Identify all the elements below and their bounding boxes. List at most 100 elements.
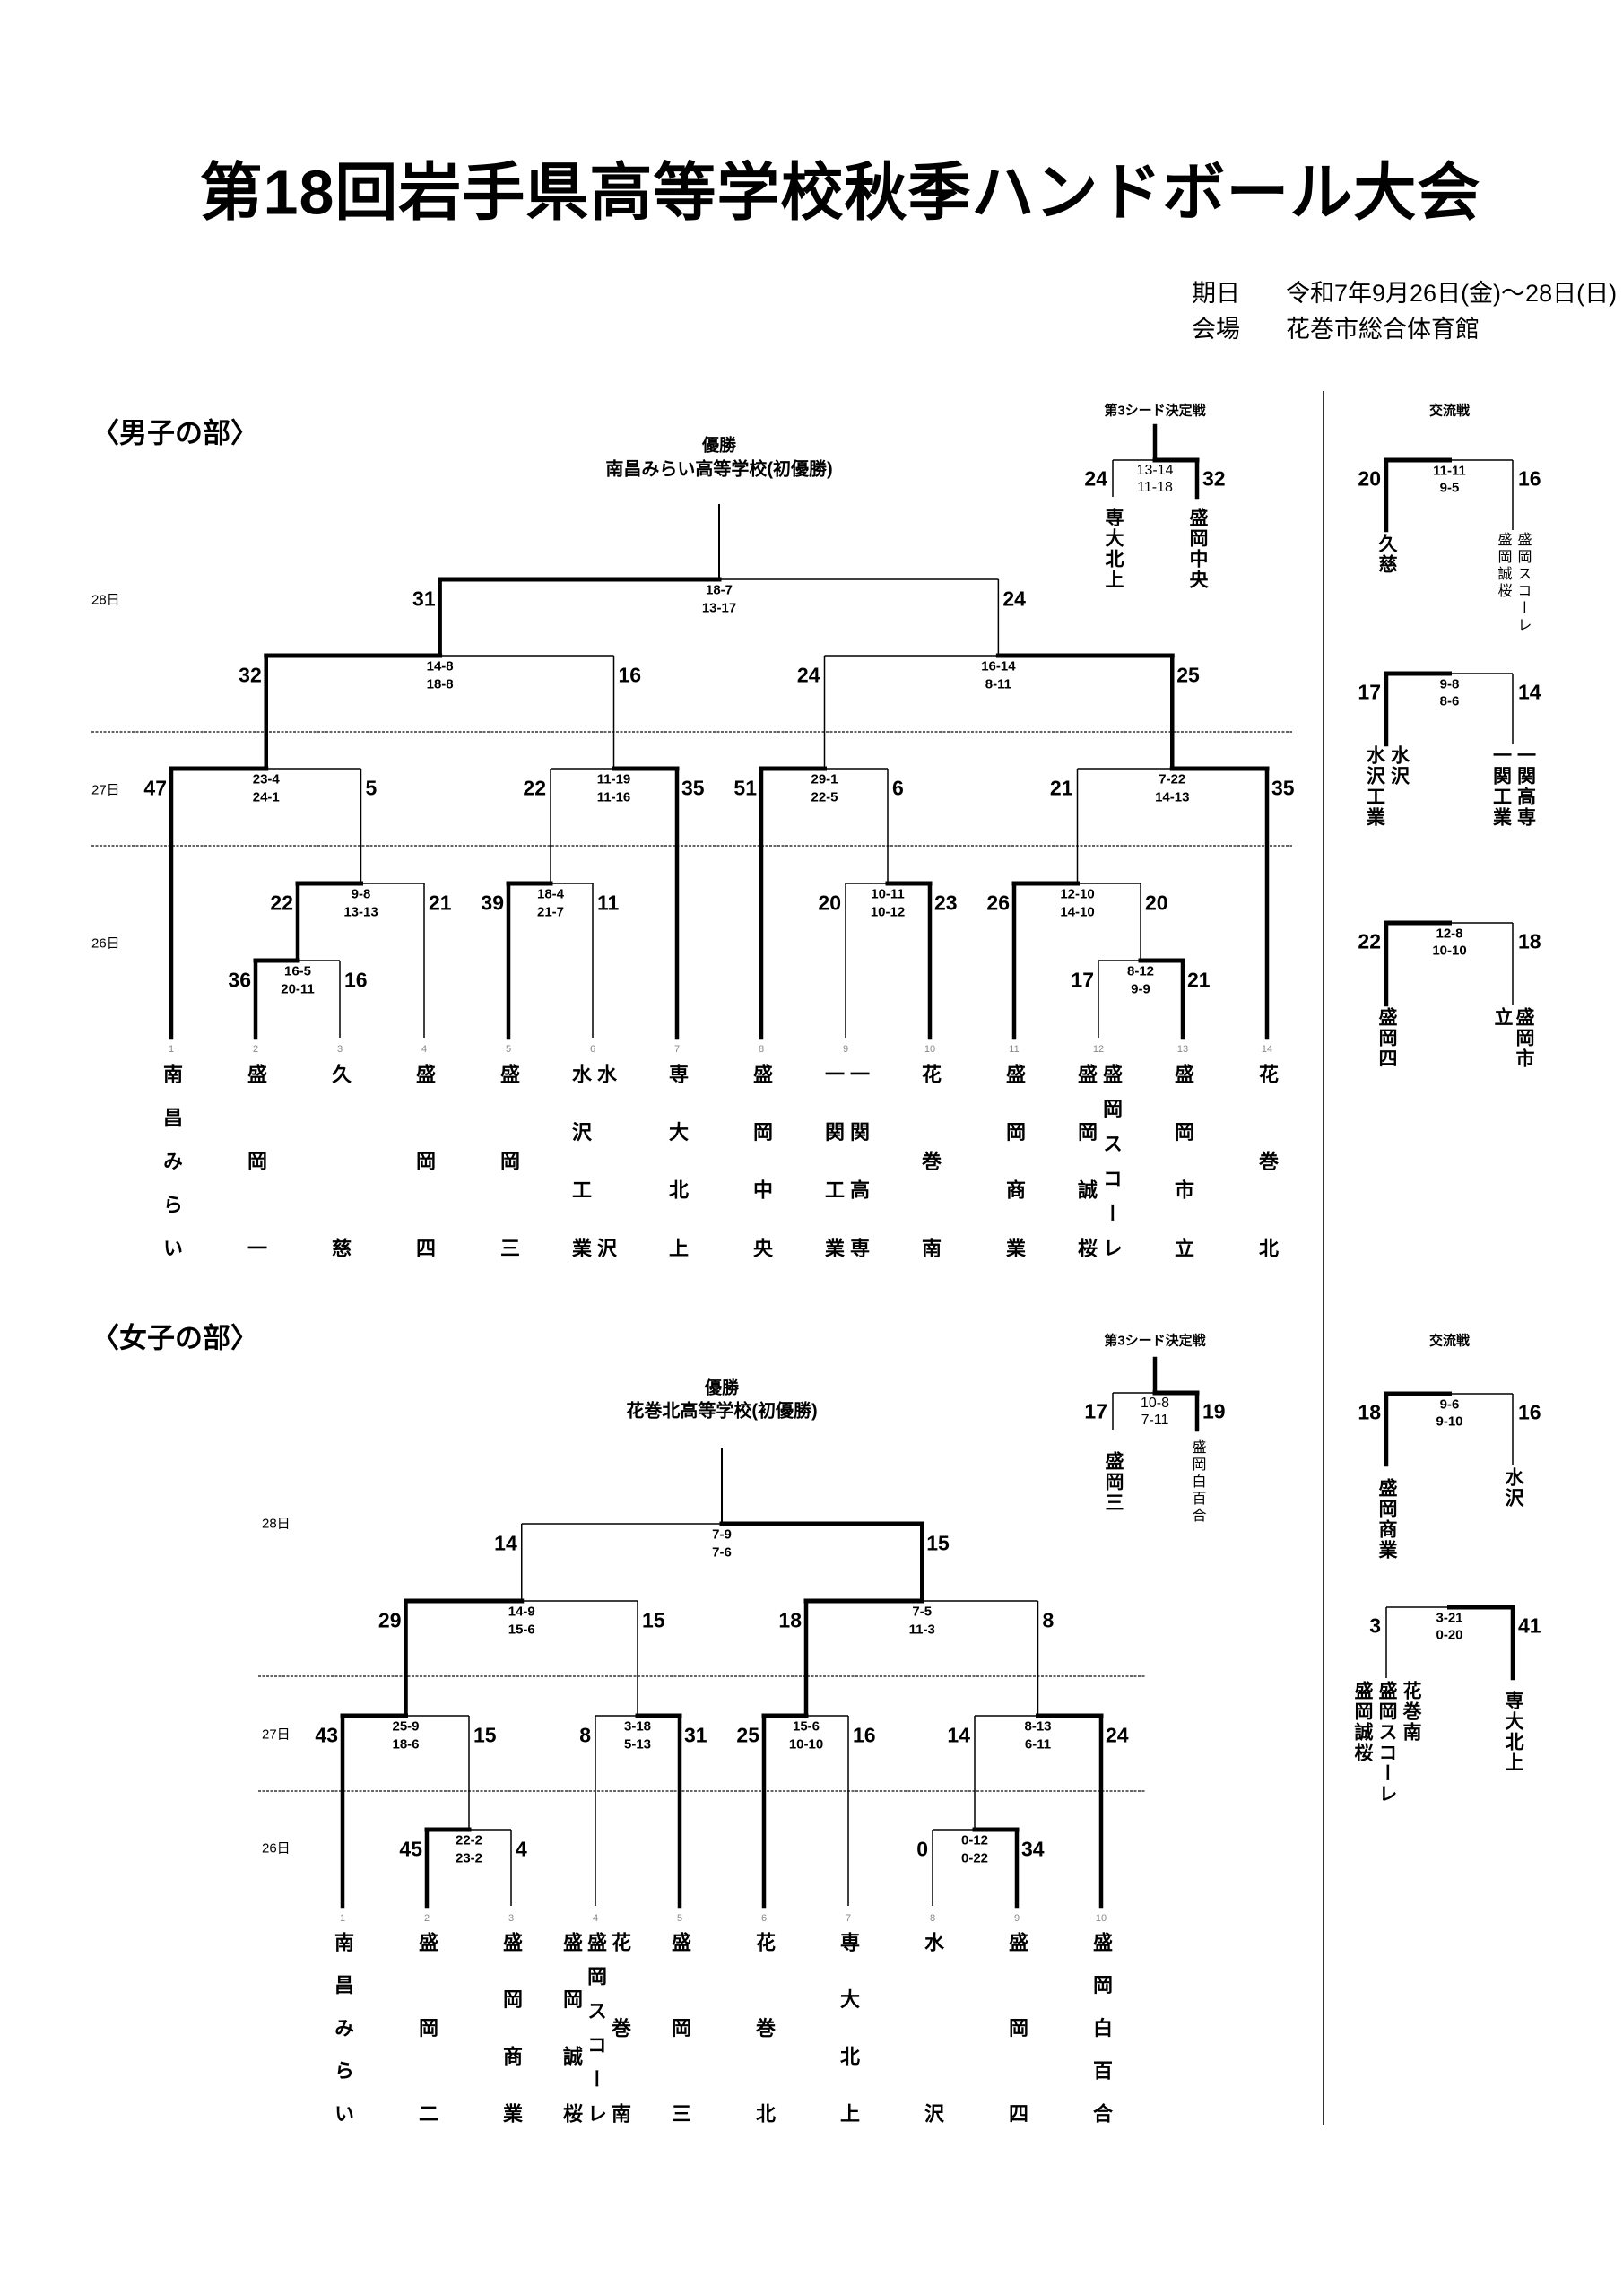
men-match-qf4-left-score: 21	[1049, 776, 1073, 800]
men-match-qf2-right-score: 35	[681, 776, 705, 800]
women-exchange-1-half2: 9-10	[1436, 1413, 1463, 1430]
women-match-r0a-right-score: 4	[516, 1837, 527, 1861]
men-match-r1b-half2: 21-7	[536, 904, 565, 920]
men-match-r1b-half1: 18-4	[536, 886, 565, 902]
women-match-sf1-right-score: 15	[642, 1608, 665, 1632]
men-match-r1b-left-score: 39	[481, 891, 504, 915]
women-match-qf2-right-score: 31	[684, 1723, 707, 1747]
men-team-number: 14	[1261, 1044, 1273, 1055]
men-match-r1a-half1: 9-8	[351, 886, 371, 902]
men-team-name: 盛岡スコーレ	[1100, 1064, 1123, 1273]
women-day-label-d28: 28日	[262, 1516, 291, 1532]
team-name: 水沢工業	[1364, 745, 1385, 828]
women-exchange-1-left-score: 18	[1358, 1400, 1381, 1424]
women-exchange-2-half2: 0-20	[1436, 1627, 1463, 1643]
women-exchange-1-right-score: 16	[1518, 1400, 1541, 1424]
women-match-sf1-half1: 14-9	[508, 1604, 535, 1620]
women-match-final-left-score: 14	[494, 1531, 517, 1555]
team-name: 水沢	[1503, 1467, 1523, 1509]
women-match-qf4-half1: 8-13	[1024, 1718, 1052, 1735]
men-match-r0a-right-score: 16	[344, 968, 368, 992]
men-team-name: 盛岡市立	[1172, 1064, 1194, 1296]
men-match-r0a-left-score: 36	[228, 968, 251, 992]
men-exchange-3-left-score: 22	[1358, 929, 1381, 953]
men-match-sf1-half2: 18-8	[426, 676, 454, 692]
women-match-qf4-half2: 6-11	[1024, 1736, 1052, 1752]
women-match-qf1-half2: 18-6	[392, 1736, 420, 1752]
men-exchange-1-right-names: 盛岡誠桜盛岡スコーレ	[1495, 532, 1532, 634]
men-team-number: 4	[421, 1044, 428, 1055]
women-exchange-2-right-score: 41	[1518, 1613, 1541, 1638]
men-exchange-3-half1: 12-8	[1436, 926, 1463, 942]
date-value: 令和7年9月26日(金)～28日(日)	[1286, 280, 1618, 307]
men-champion-label: 優勝	[701, 436, 737, 456]
women-day-label-d26: 26日	[262, 1840, 291, 1857]
men-team-name: 水沢	[595, 1064, 617, 1412]
men-match-qf1-half1: 23-4	[252, 771, 280, 787]
team-name: 専大北上	[1503, 1691, 1523, 1773]
men-exchange-3-half2: 10-10	[1432, 943, 1467, 959]
men-exchange-2-right-names: 一関工業一関高専	[1490, 745, 1536, 828]
men-match-qf1-left-score: 47	[143, 776, 167, 800]
women-section-label: 〈女子の部〉	[91, 1322, 258, 1354]
women-match-qf2-half1: 3-18	[623, 1718, 652, 1735]
venue-label: 会場	[1192, 316, 1240, 343]
men-exchange-1-half1: 11-11	[1433, 463, 1466, 479]
men-match-final-half2: 13-17	[701, 600, 737, 616]
women-day-label-d27: 27日	[262, 1726, 291, 1743]
women-match-r0a-half2: 23-2	[455, 1850, 483, 1866]
men-match-qf3-half1: 29-1	[811, 771, 838, 787]
men-match-r1a-left-score: 22	[270, 891, 293, 915]
men-exchange-1-right-score: 16	[1518, 466, 1541, 491]
men-third-seed-left-names: 専大北上	[1102, 508, 1124, 590]
men-match-final-right-score: 24	[1002, 587, 1026, 611]
women-exchange-2-half1: 3-21	[1436, 1610, 1463, 1626]
men-champion-name: 南昌みらい高等学校(初優勝)	[605, 459, 833, 480]
men-match-r0a-half1: 16-5	[283, 963, 312, 979]
men-team-number: 3	[336, 1044, 343, 1055]
men-match-r1d-half1: 12-10	[1060, 886, 1095, 902]
women-champion-name: 花巻北高等学校(初優勝)	[626, 1401, 818, 1422]
men-team-name: 久慈	[329, 1064, 352, 1412]
women-match-qf3-half2: 10-10	[788, 1736, 824, 1752]
women-team-number: 7	[845, 1913, 852, 1924]
team-name: 盛岡スコーレ	[1376, 1681, 1397, 1805]
team-name: 盛岡三	[1103, 1451, 1124, 1513]
women-team-number: 8	[929, 1913, 936, 1924]
men-exchange-2-left-names: 水沢工業水沢	[1364, 745, 1410, 828]
women-match-r0b-right-score: 34	[1021, 1837, 1045, 1861]
women-match-qf4-left-score: 14	[947, 1723, 970, 1747]
women-exchange-title: 交流戦	[1428, 1333, 1471, 1349]
team-name: 花巻南	[1401, 1681, 1421, 1743]
men-team-name: 盛岡一	[245, 1064, 267, 1325]
women-third-seed-right-names: 盛岡白百合	[1189, 1439, 1206, 1525]
men-match-qf4-right-score: 35	[1271, 776, 1295, 800]
women-match-qf4-right-score: 24	[1106, 1723, 1129, 1747]
women-match-qf3-left-score: 25	[736, 1723, 759, 1747]
men-match-r0b-right-score: 21	[1187, 968, 1211, 992]
men-match-sf2-right-score: 25	[1176, 663, 1200, 687]
men-match-r1d-half2: 14-10	[1060, 904, 1095, 920]
women-match-r0b-left-score: 0	[916, 1837, 928, 1861]
women-team-name: 専大北上	[838, 1932, 860, 2161]
men-match-sf2-left-score: 24	[796, 663, 820, 687]
women-team-name: 盛岡四	[1006, 1932, 1028, 2189]
men-team-number: 8	[758, 1044, 765, 1055]
men-exchange-3-right-score: 18	[1518, 929, 1541, 953]
team-name: 専大北上	[1103, 508, 1124, 590]
women-team-name: 盛岡二	[416, 1932, 438, 2189]
women-team-name: 水沢	[922, 1932, 944, 2274]
men-match-qf1-half2: 24-1	[252, 789, 280, 805]
men-team-number: 11	[1009, 1044, 1020, 1055]
men-team-number: 12	[1092, 1044, 1105, 1055]
men-match-sf2-half1: 16-14	[981, 658, 1016, 674]
women-match-final-right-score: 15	[926, 1531, 950, 1555]
men-match-sf1-left-score: 32	[239, 663, 262, 687]
women-exchange-1-right-names: 水沢	[1502, 1467, 1523, 1509]
men-match-r1d-left-score: 26	[986, 891, 1010, 915]
men-third-seed-half2: 11-18	[1137, 480, 1173, 495]
men-team-name: 盛岡商業	[1003, 1064, 1026, 1296]
men-match-r1a-right-score: 21	[429, 891, 452, 915]
women-team-name: 南昌みらい	[332, 1932, 354, 2146]
